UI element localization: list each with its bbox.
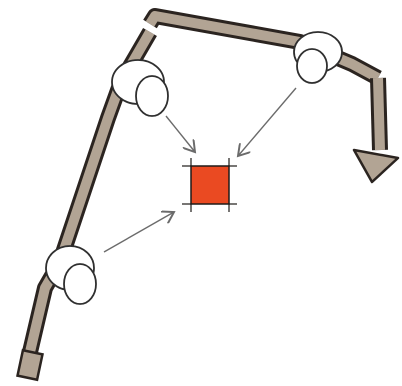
path-tail-fragment	[18, 350, 43, 380]
target-square	[182, 158, 237, 212]
path-segment-right-fill	[378, 78, 380, 150]
